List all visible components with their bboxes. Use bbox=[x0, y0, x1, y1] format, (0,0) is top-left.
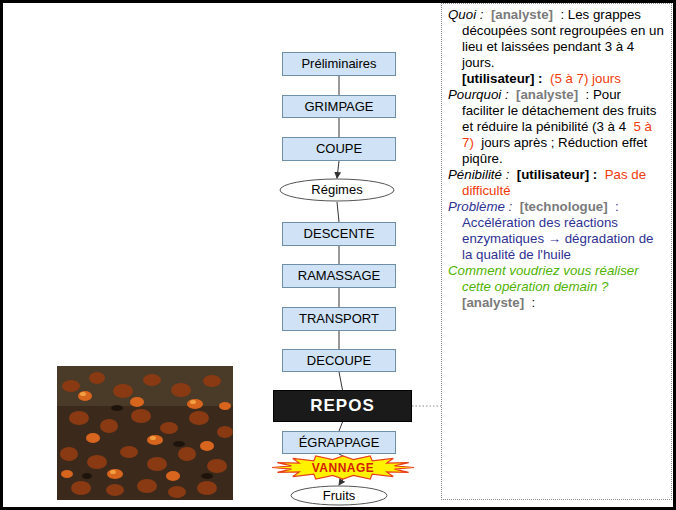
step-label: COUPE bbox=[316, 141, 362, 157]
step-label: RAMASSAGE bbox=[298, 268, 380, 284]
process-box: TRANSPORT bbox=[282, 307, 396, 331]
flow-connector bbox=[339, 422, 343, 431]
callout-leader bbox=[412, 406, 441, 407]
highlighted-step-box: REPOS bbox=[273, 390, 412, 422]
step-label: REPOS bbox=[310, 396, 375, 416]
user-value: (5 à 7) jours bbox=[550, 71, 621, 86]
callout-paragraph: Pourquoi : [analyste] : Pour faciliter l… bbox=[448, 87, 666, 167]
step-label: Préliminaires bbox=[301, 56, 376, 72]
step-label: Fruits bbox=[323, 488, 356, 504]
role-tag: [analyste] bbox=[516, 87, 578, 102]
callout-paragraph: [utilisateur] : (5 à 7) jours bbox=[448, 71, 666, 87]
callout-paragraph: Problème : [technologue] : Accélération … bbox=[448, 199, 666, 263]
ellipse-shape bbox=[280, 179, 394, 201]
ellipse-shape bbox=[291, 486, 387, 505]
role-tag: [technologue] bbox=[520, 199, 608, 214]
starburst-shape bbox=[272, 456, 414, 479]
palm-fruit-photo bbox=[57, 366, 233, 500]
role-tag: [utilisateur] : bbox=[517, 167, 598, 182]
callout-paragraph: Pénibilité : [utilisateur] : Pas de diff… bbox=[448, 167, 666, 199]
field-label: Quoi : bbox=[448, 7, 483, 22]
flow-connector bbox=[337, 161, 339, 178]
callout-paragraph: Comment voudriez vous réaliser cette opé… bbox=[448, 263, 666, 311]
product-ellipse: Fruits bbox=[290, 485, 388, 506]
note-text: jours après ; Réduction effet piqûre. bbox=[462, 135, 647, 166]
process-box: RAMASSAGE bbox=[282, 264, 396, 288]
step-label: GRIMPAGE bbox=[304, 99, 373, 115]
process-box: COUPE bbox=[282, 137, 396, 161]
flow-connector bbox=[339, 372, 343, 390]
process-box: Préliminaires bbox=[282, 52, 396, 76]
process-box: DECOUPE bbox=[282, 349, 396, 372]
field-label: Pénibilité : bbox=[448, 167, 509, 182]
step-label: VANNAGE bbox=[312, 461, 375, 475]
note-text: : bbox=[532, 295, 536, 310]
starburst-step: VANNAGE bbox=[272, 456, 414, 479]
step-label: DESCENTE bbox=[304, 226, 375, 242]
step-label: Régimes bbox=[311, 182, 362, 198]
step-label: DECOUPE bbox=[307, 353, 371, 369]
flow-connector bbox=[337, 202, 339, 222]
callout-paragraph: Quoi : [analyste] : Les grappes découpée… bbox=[448, 7, 666, 71]
flow-connector bbox=[339, 76, 340, 95]
role-tag: [utilisateur] : bbox=[462, 71, 543, 86]
flow-connector bbox=[339, 118, 340, 137]
product-ellipse: Régimes bbox=[279, 178, 395, 202]
process-box: DESCENTE bbox=[282, 222, 396, 246]
process-box: GRIMPAGE bbox=[282, 95, 396, 118]
process-box: ÉGRAPPAGE bbox=[282, 431, 396, 454]
detail-callout-box: Quoi : [analyste] : Les grappes découpée… bbox=[441, 3, 672, 500]
field-label: Pourquoi : bbox=[448, 87, 509, 102]
role-tag: [analyste] bbox=[491, 7, 553, 22]
role-tag: [analyste] bbox=[462, 295, 524, 310]
flow-connector bbox=[339, 288, 340, 307]
flow-connector bbox=[339, 246, 340, 264]
step-label: TRANSPORT bbox=[299, 311, 379, 327]
step-label: ÉGRAPPAGE bbox=[299, 435, 380, 451]
problem-label: Problème : bbox=[448, 199, 512, 214]
question-text: Comment voudriez vous réaliser cette opé… bbox=[448, 263, 639, 294]
flow-connector bbox=[339, 331, 340, 349]
flow-connector bbox=[339, 479, 343, 485]
